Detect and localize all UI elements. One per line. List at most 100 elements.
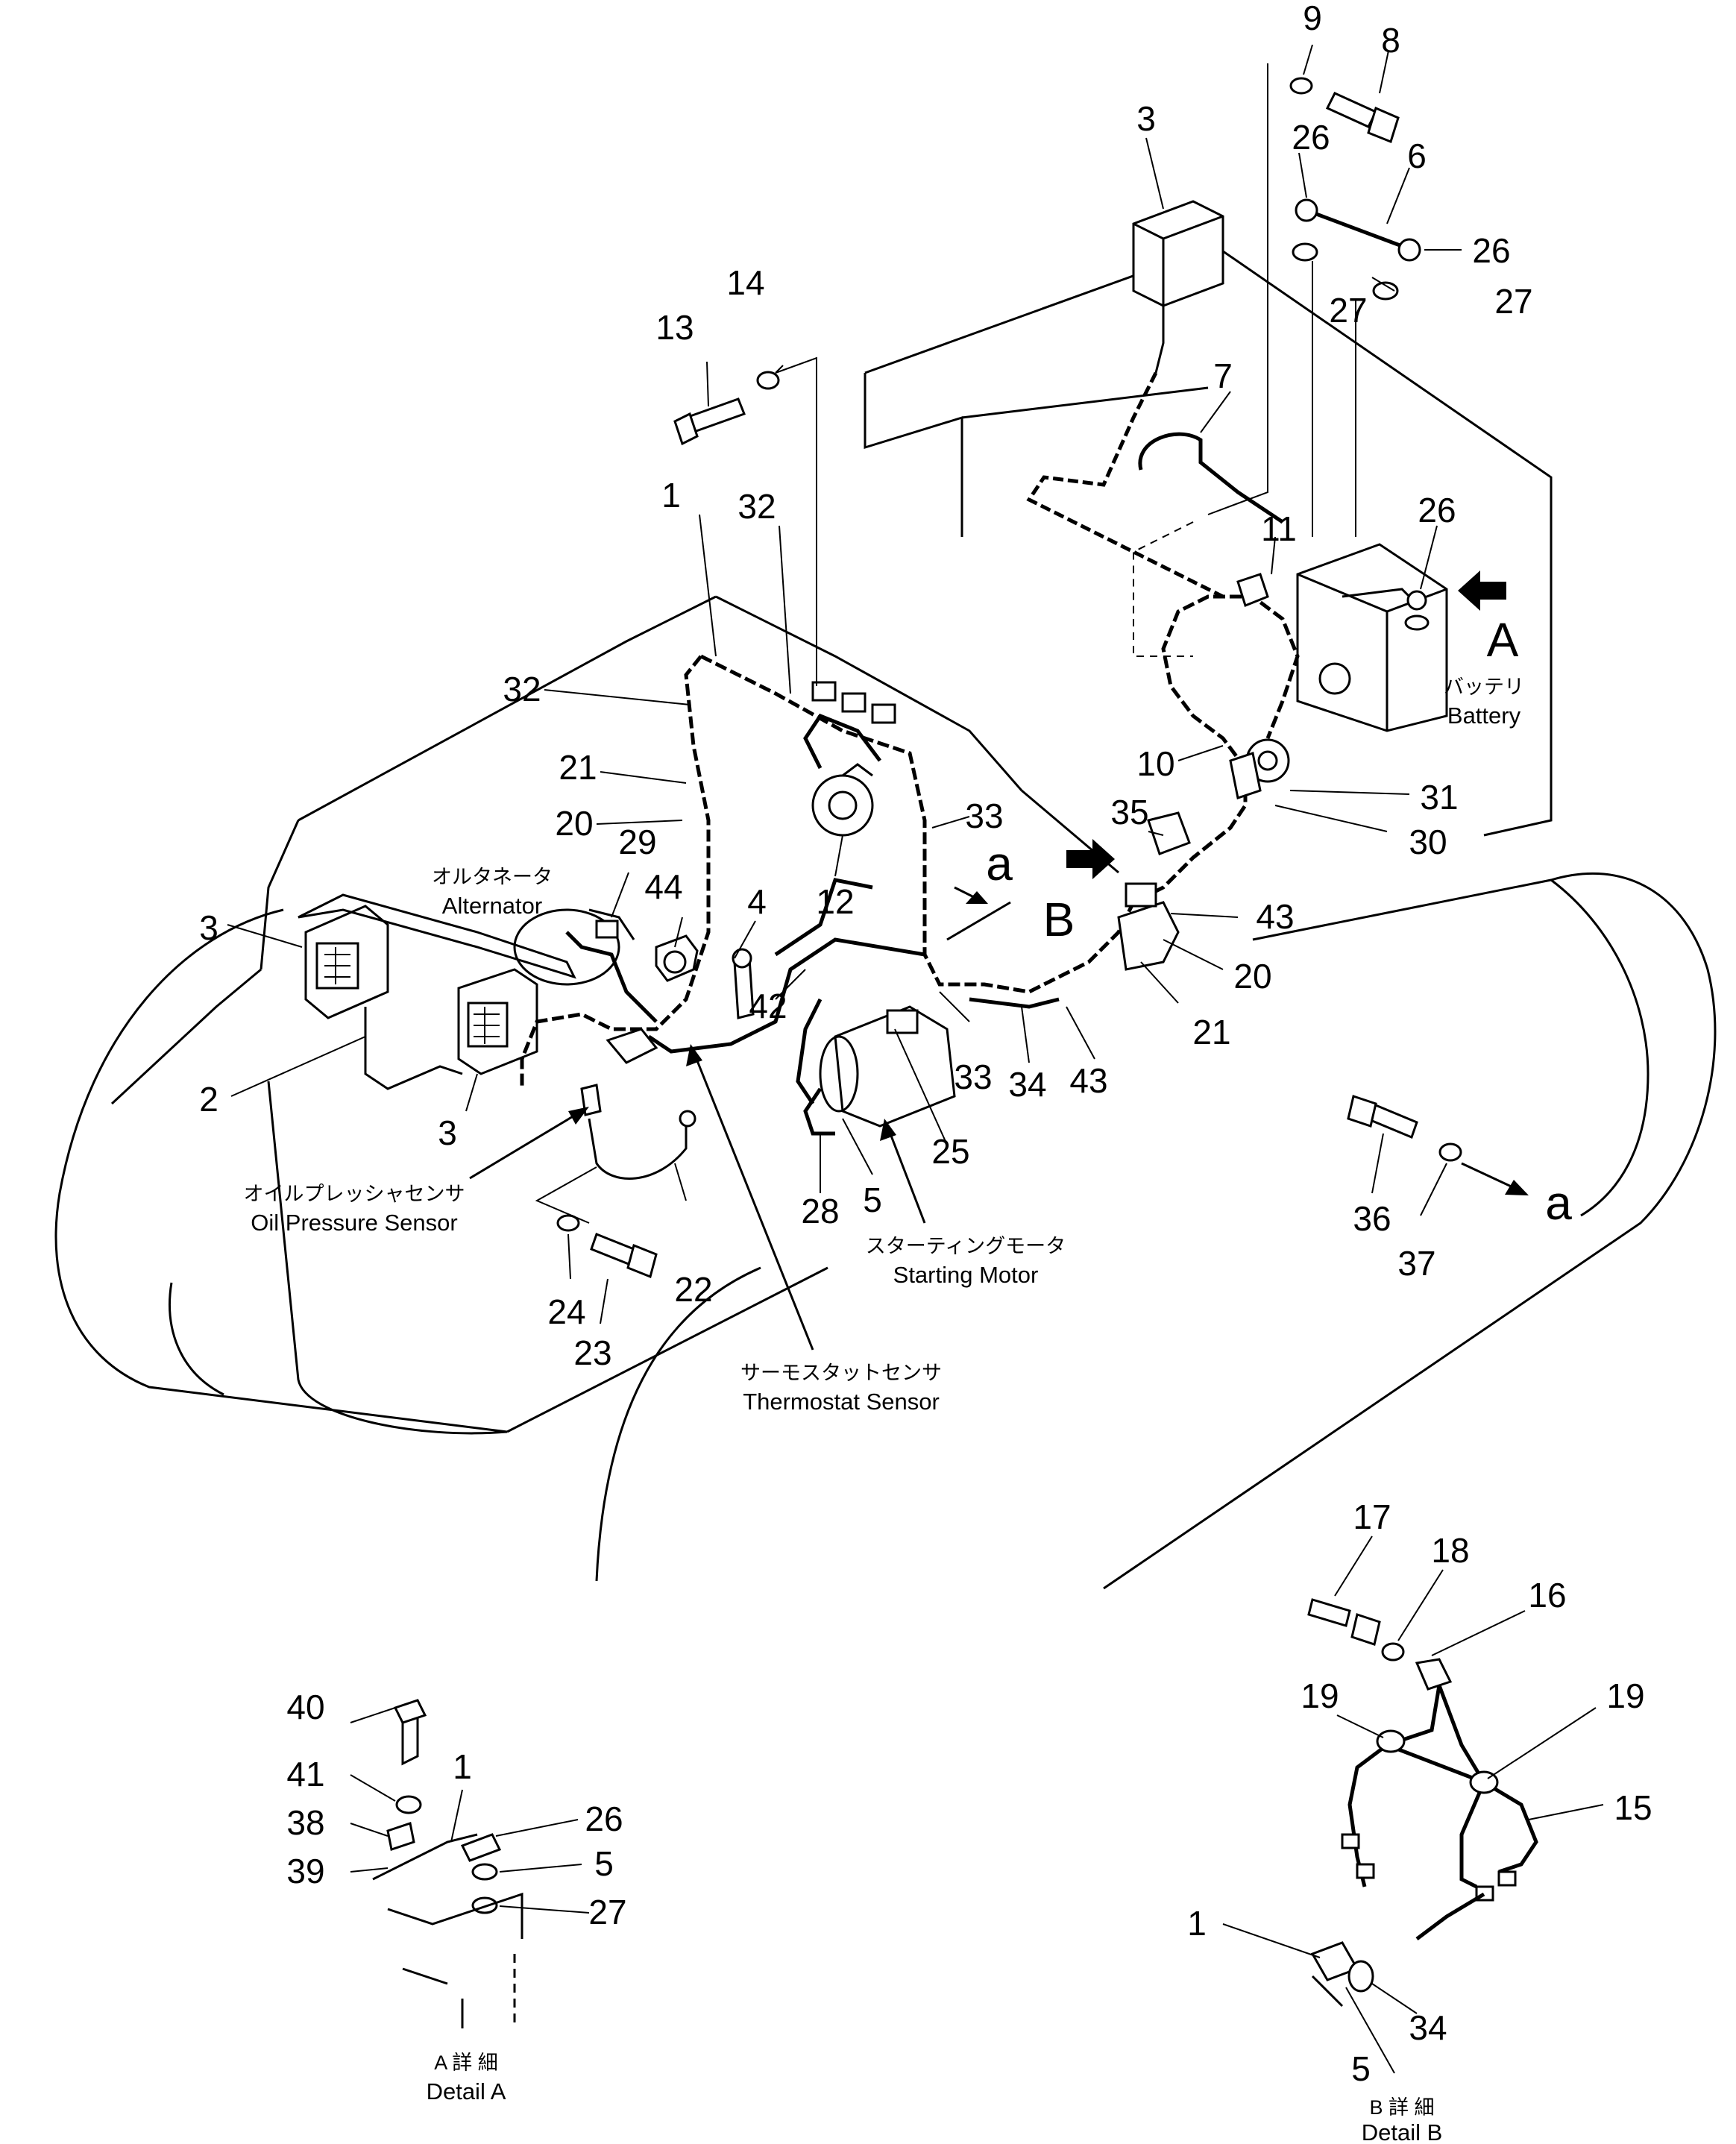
washer-27-a [1292,242,1318,262]
callout-32-b: 32 [503,670,541,708]
callout-11: 11 [1261,509,1297,548]
callout-34: 34 [1008,1065,1046,1104]
callout-6: 6 [1407,136,1427,175]
callout-14: 14 [726,263,764,302]
starting-motor-label-jp: スターティングモータ [866,1235,1066,1257]
callout-1-detail-a: 1 [453,1747,472,1786]
callout-36: 36 [1353,1199,1391,1238]
washer-9 [1289,77,1313,95]
callout-8: 8 [1381,21,1400,60]
alternator-label-jp: オルタネータ [432,866,553,888]
callout-41: 41 [286,1755,324,1794]
cable-28 [803,1087,835,1136]
callout-24: 24 [547,1292,585,1331]
callout-37: 37 [1397,1244,1435,1283]
callout-31: 31 [1420,778,1458,817]
marker-letters: a B A a [986,613,1572,1230]
callout-29: 29 [618,823,656,861]
lamp-rail [298,893,576,979]
callout-1: 1 [661,476,681,515]
battery [1296,543,1448,732]
callout-44: 44 [644,867,682,906]
thermostat-label-en: Thermostat Sensor [743,1389,940,1415]
callout-13: 13 [655,308,694,347]
washer-27-b [1372,281,1399,301]
callout-26-top: 26 [1292,118,1330,157]
callout-28: 28 [801,1192,839,1230]
work-lamp-top [1026,200,1224,599]
detail-a-label-jp: A 詳 細 [434,2052,498,2074]
callout-42: 42 [749,987,787,1025]
callout-20-left: 20 [555,804,593,843]
connector-block [811,681,896,724]
ground-cable-6 [1295,198,1421,262]
horn-12 [811,763,874,837]
callout-15: 15 [1614,1788,1652,1827]
callout-27-a: 27 [1329,291,1367,330]
bolt-23 [590,1233,658,1279]
callout-43-low: 43 [1069,1061,1107,1100]
callout-26-battery: 26 [1418,491,1456,529]
oil-pressure-label-en: Oil Pressure Sensor [251,1210,457,1236]
harness-34 [969,882,1180,1009]
callout-10: 10 [1136,744,1174,783]
callout-17: 17 [1353,1497,1391,1536]
starting-motor-label-en: Starting Motor [893,1262,1039,1288]
callout-30: 30 [1409,823,1447,861]
callout-19-left: 19 [1301,1676,1339,1715]
arrow-to-b [1066,839,1115,879]
callout-20-right: 20 [1233,957,1271,996]
callout-numbers: 9 8 3 26 6 26 27 27 7 11 26 14 13 1 32 3… [199,0,1652,2088]
work-lamp-left-2 [457,968,538,1075]
marker-b: B [1043,893,1075,946]
callout-33-mid: 33 [954,1057,992,1096]
callout-18: 18 [1431,1531,1469,1570]
washer-24 [556,1214,580,1232]
callout-32-a: 32 [738,487,776,526]
callout-23: 23 [573,1333,611,1372]
bolt-36 [1347,1095,1418,1139]
callout-25: 25 [931,1132,969,1171]
callout-3-left: 3 [199,908,218,947]
leader-lines [227,44,1604,2074]
callout-26-detail-a: 26 [585,1799,623,1838]
callout-27-detail-a: 27 [588,1893,626,1931]
thermostat-label-jp: サーモスタットセンサ [740,1362,942,1384]
washer-14 [756,371,780,390]
callout-19-right: 19 [1606,1676,1644,1715]
callout-26-right: 26 [1472,231,1510,270]
detail-a-label-en: Detail A [427,2078,506,2104]
battery-label-jp: バッテリ [1444,676,1524,698]
callout-27-b: 27 [1494,282,1532,321]
arrow-to-battery [1458,570,1506,611]
callout-5-detail-b: 5 [1351,2049,1371,2088]
detail-b-drawing [1307,1598,1538,2008]
alternator-label-en: Alternator [442,893,542,919]
callout-9: 9 [1303,0,1322,37]
callout-2: 2 [199,1080,218,1119]
callout-5: 5 [863,1181,882,1219]
callout-40: 40 [286,1688,324,1726]
bolt-13 [673,397,746,446]
callout-22: 22 [674,1270,712,1309]
alternator [513,908,635,986]
callout-43-right: 43 [1256,897,1294,936]
cable-7 [1138,432,1284,524]
callout-34-detail-b: 34 [1409,2008,1447,2047]
callout-12: 12 [816,882,854,921]
callout-16: 16 [1528,1576,1566,1615]
callout-4: 4 [747,882,767,921]
washer-37 [1438,1142,1462,1162]
detail-b-label-en: Detail B [1362,2119,1443,2144]
marker-a-battery: A [1487,613,1519,667]
machine-body-outline [54,245,1717,1590]
work-lamp-left-1 [304,905,389,1019]
detail-b-label-jp: B 詳 細 [1369,2096,1434,2119]
battery-label-en: Battery [1447,702,1521,729]
callout-21-right: 21 [1192,1013,1230,1051]
callout-3-mid: 3 [438,1113,457,1152]
marker-a-upper: a [986,837,1013,890]
oil-pressure-sensor [580,1028,658,1116]
callout-5-detail-a: 5 [594,1844,614,1883]
callout-35: 35 [1110,793,1148,831]
